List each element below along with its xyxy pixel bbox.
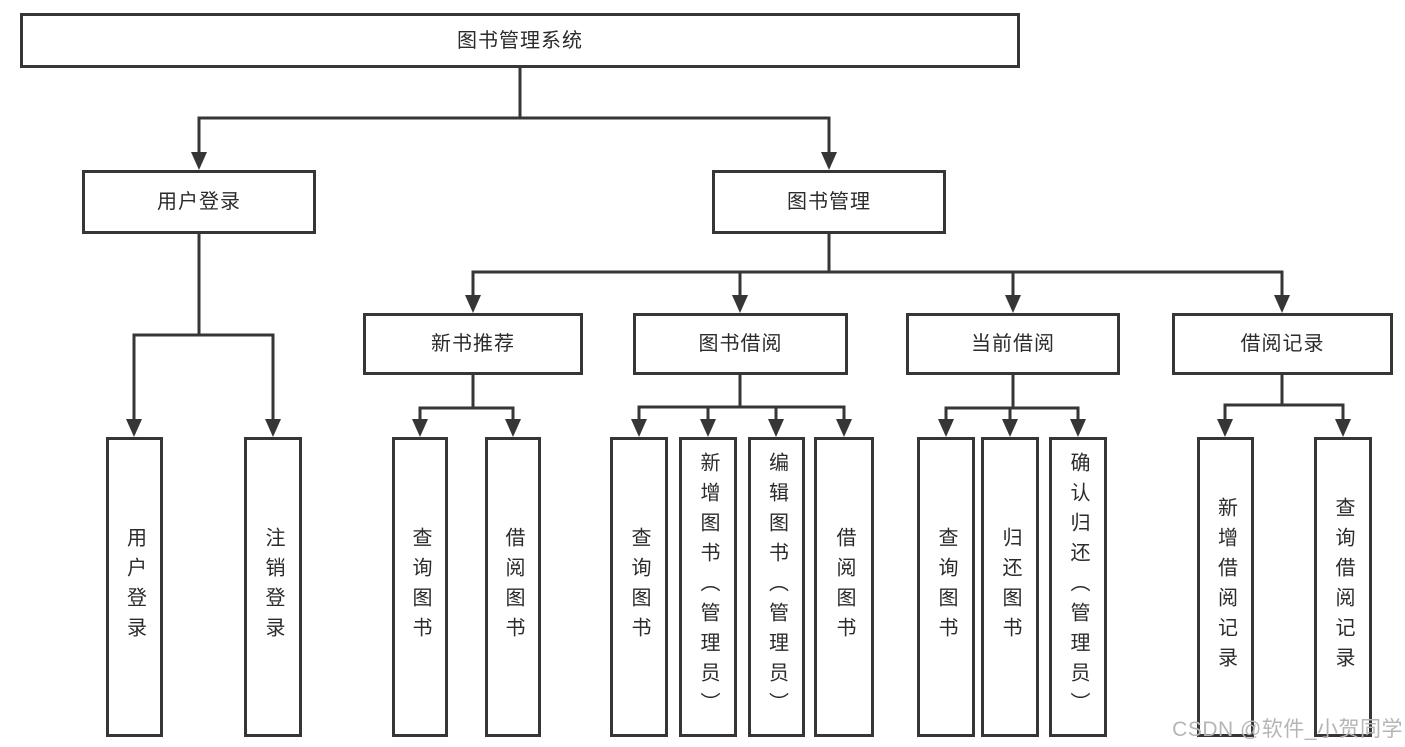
leaf-current-return-books: 归还图书 (981, 437, 1039, 737)
arrowhead-icon (505, 419, 521, 437)
arrowhead-icon (1335, 419, 1351, 437)
leaf-borrow-add-books-admin: 新增图书（管理员） (679, 437, 737, 737)
arrowhead-icon (700, 419, 716, 437)
arrowhead-icon (821, 152, 837, 170)
arrowhead-icon (465, 295, 481, 313)
leaf-borrow-add-books-admin-label: 新增图书（管理员） (697, 452, 719, 722)
leaf-borrow-borrow-books: 借阅图书 (814, 437, 874, 737)
leaf-records-query-record-label: 查询借阅记录 (1332, 497, 1354, 677)
leaf-rec-borrow-books-label: 借阅图书 (502, 527, 524, 647)
leaf-current-query-books: 查询图书 (917, 437, 975, 737)
leaf-rec-query-books: 查询图书 (392, 437, 448, 737)
leaf-current-return-books-label: 归还图书 (999, 527, 1021, 647)
node-current-borrowing: 当前借阅 (906, 313, 1120, 375)
leaf-current-confirm-return-admin-label: 确认归还（管理员） (1067, 452, 1089, 722)
node-book-management: 图书管理 (712, 170, 946, 234)
node-book-borrowing: 图书借阅 (633, 313, 848, 375)
leaf-borrow-query-books: 查询图书 (610, 437, 668, 737)
leaf-logout-label: 注销登录 (262, 527, 284, 647)
arrowhead-icon (265, 419, 281, 437)
arrowhead-icon (1005, 295, 1021, 313)
node-new-book-recommend: 新书推荐 (363, 313, 583, 375)
leaf-records-add-record-label: 新增借阅记录 (1214, 497, 1237, 677)
node-user-login: 用户登录 (82, 170, 316, 234)
leaf-current-confirm-return-admin: 确认归还（管理员） (1049, 437, 1107, 737)
leaf-current-query-books-label: 查询图书 (935, 527, 957, 647)
node-library-system-label: 图书管理系统 (457, 29, 583, 52)
arrowhead-icon (631, 419, 647, 437)
node-library-system: 图书管理系统 (20, 13, 1020, 68)
leaf-logout: 注销登录 (244, 437, 302, 737)
node-book-management-label: 图书管理 (787, 191, 871, 213)
leaf-user-login: 用户登录 (106, 437, 163, 737)
arrowhead-icon (1070, 419, 1086, 437)
leaf-borrow-edit-books-admin-label: 编辑图书（管理员） (765, 452, 788, 722)
node-current-borrowing-label: 当前借阅 (971, 333, 1055, 355)
watermark: CSDN @软件_小贺同学 (1172, 718, 1403, 741)
node-user-login-label: 用户登录 (157, 191, 241, 213)
arrowhead-icon (1274, 295, 1290, 313)
node-borrow-records: 借阅记录 (1172, 313, 1393, 375)
leaf-records-query-record: 查询借阅记录 (1314, 437, 1372, 737)
arrowhead-icon (836, 419, 852, 437)
arrowhead-icon (191, 152, 207, 170)
leaf-borrow-query-books-label: 查询图书 (628, 527, 650, 647)
leaf-borrow-borrow-books-label: 借阅图书 (833, 527, 855, 647)
leaf-rec-query-books-label: 查询图书 (409, 527, 431, 647)
arrowhead-icon (126, 419, 142, 437)
leaf-user-login-label: 用户登录 (123, 527, 146, 647)
node-book-borrowing-label: 图书借阅 (698, 333, 783, 355)
leaf-records-add-record: 新增借阅记录 (1197, 437, 1254, 737)
node-new-book-recommend-label: 新书推荐 (431, 333, 515, 355)
arrowhead-icon (938, 419, 954, 437)
leaf-rec-borrow-books: 借阅图书 (485, 437, 541, 737)
arrowhead-icon (1002, 419, 1018, 437)
arrowhead-icon (412, 419, 428, 437)
arrowhead-icon (732, 295, 748, 313)
leaf-borrow-edit-books-admin: 编辑图书（管理员） (748, 437, 805, 737)
node-borrow-records-label: 借阅记录 (1240, 333, 1325, 355)
arrowhead-icon (1217, 419, 1233, 437)
arrowhead-icon (768, 419, 784, 437)
